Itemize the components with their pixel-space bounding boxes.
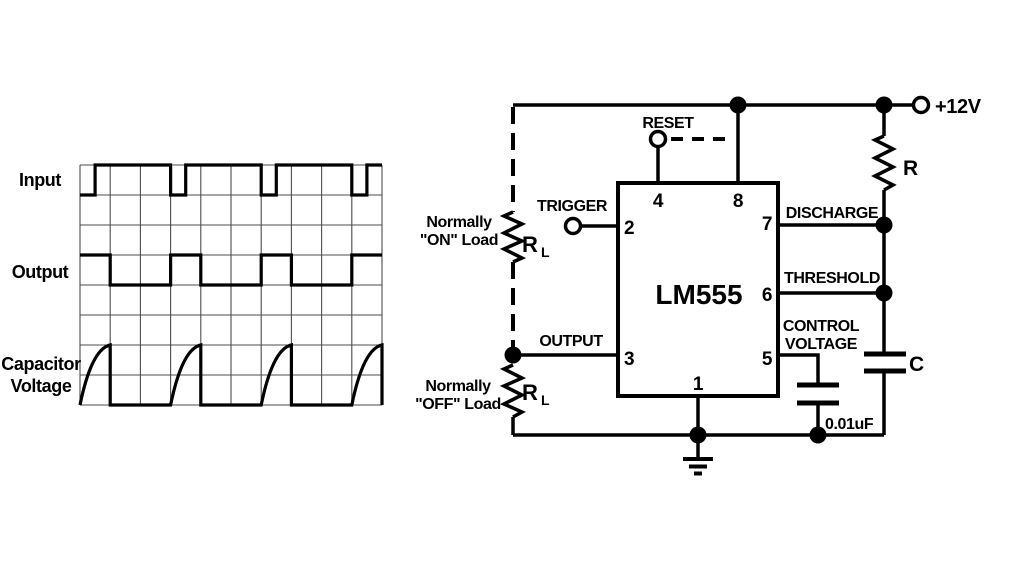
circuit-panel: +12V Normally "ON" Load R L Normally "OF…: [415, 95, 982, 476]
pin-8-number: 8: [733, 191, 743, 212]
load-on-resistor-label: R: [522, 232, 538, 257]
control-voltage-wire: [778, 353, 820, 385]
trigger-label: TRIGGER: [537, 198, 608, 215]
ic-part-number-label: LM555: [655, 279, 742, 310]
bypass-capacitor-value-label: 0.01uF: [825, 416, 874, 433]
pin-7-number: 7: [762, 214, 772, 235]
load-off-label-line1: Normally: [425, 378, 491, 395]
pin-5-number: 5: [762, 349, 773, 370]
reset-terminal-icon: [648, 129, 668, 149]
input-waveform-label: Input: [19, 170, 61, 190]
output-label: OUTPUT: [539, 333, 603, 350]
waveform-panel: Input Output Capacitor Voltage: [1, 163, 384, 407]
input-waveform-trace: [80, 163, 382, 197]
ground-symbol-icon: [683, 435, 713, 476]
trigger-terminal-icon: [563, 216, 583, 236]
load-off-label-line2: "OFF" Load: [415, 396, 501, 413]
timing-resistor-label: R: [903, 157, 918, 180]
timing-resistor: [870, 134, 897, 192]
output-waveform-trace: [80, 253, 382, 287]
timing-capacitor-label: C: [909, 353, 924, 376]
pin-4-number: 4: [653, 191, 664, 212]
load-off-resistor: [499, 363, 527, 419]
load-on-resistor-label-sub: L: [541, 244, 550, 260]
supply-terminal-icon: [911, 95, 931, 115]
threshold-label: THRESHOLD: [784, 270, 880, 287]
bypass-ground-junction: [809, 426, 827, 444]
pin-3-number: 3: [624, 349, 634, 370]
capacitor-voltage-label-line2: Voltage: [11, 376, 72, 396]
capacitor-voltage-trace: [78, 343, 384, 407]
lm555-ic-body: [616, 181, 780, 398]
load-off-resistor-label-sub: L: [541, 392, 550, 408]
load-off-resistor-label: R: [522, 380, 538, 405]
pin-6-number: 6: [762, 285, 772, 306]
control-voltage-label-line2: VOLTAGE: [785, 336, 858, 353]
control-voltage-label-line1: CONTROL: [783, 318, 860, 335]
supply-voltage-label: +12V: [935, 96, 982, 118]
load-on-label-line2: "ON" Load: [420, 232, 498, 249]
output-waveform-label: Output: [12, 262, 69, 282]
pin-1-number: 1: [693, 374, 704, 395]
timing-capacitor: [864, 351, 906, 435]
load-on-label-line1: Normally: [426, 214, 492, 231]
load-on-resistor: [499, 210, 527, 264]
reset-label: RESET: [642, 115, 694, 132]
discharge-label: DISCHARGE: [786, 205, 879, 222]
pin-2-number: 2: [624, 218, 634, 239]
capacitor-voltage-label-line1: Capacitor: [1, 354, 81, 374]
